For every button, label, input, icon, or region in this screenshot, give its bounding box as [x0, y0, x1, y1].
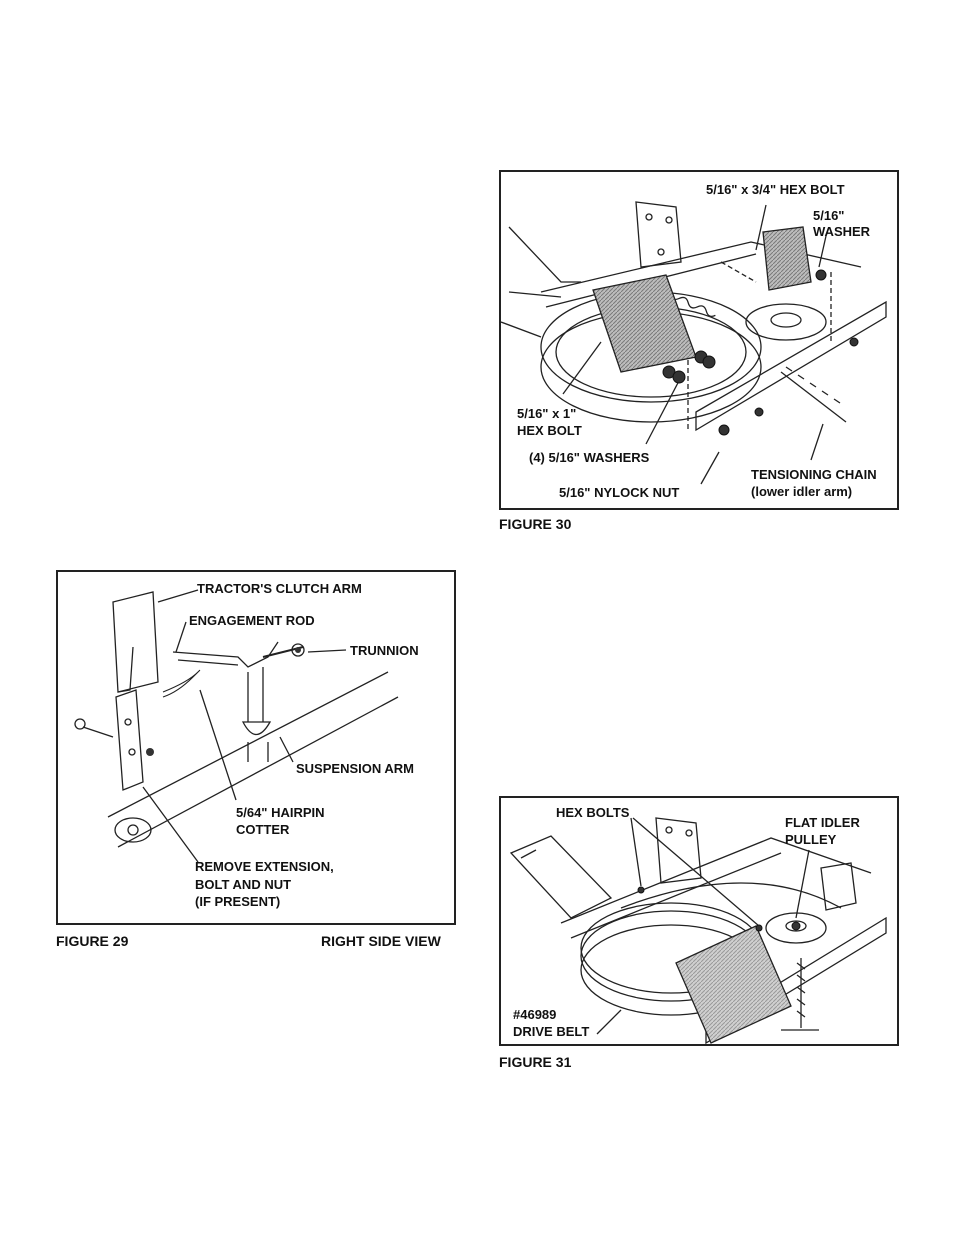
label-washers-4: (4) 5/16" WASHERS [529, 450, 650, 465]
figure-29-view-caption: RIGHT SIDE VIEW [321, 933, 441, 949]
label-hex-bolt-top: 5/16" x 3/4" HEX BOLT [706, 182, 845, 197]
figure-31-illustration [509, 817, 887, 1044]
figure-31-frame: HEX BOLTS FLAT IDLER PULLEY #46989 DRIVE… [499, 796, 899, 1046]
label-pulley: PULLEY [785, 832, 837, 847]
label-nylock-nut: 5/16" NYLOCK NUT [559, 485, 680, 500]
label-washer-line1: 5/16" [813, 208, 845, 223]
label-remove-extension-line1: REMOVE EXTENSION, [195, 859, 334, 874]
label-hairpin-line2: COTTER [236, 822, 290, 837]
label-part-number: #46989 [513, 1007, 557, 1022]
label-washer-line2: WASHER [813, 224, 871, 239]
figure-29-frame: TRACTOR'S CLUTCH ARM ENGAGEMENT ROD TRUN… [56, 570, 456, 925]
figure-30-caption: FIGURE 30 [499, 516, 572, 532]
label-drive-belt: DRIVE BELT [513, 1024, 590, 1039]
label-hairpin-line1: 5/64" HAIRPIN [236, 805, 325, 820]
label-hex-bolt-1-line2: HEX BOLT [517, 423, 582, 438]
figure-30-frame: 5/16" x 3/4" HEX BOLT 5/16" WASHER 5/16"… [499, 170, 899, 510]
figure-29-caption: FIGURE 29 [56, 933, 129, 949]
figure-31-caption: FIGURE 31 [499, 1054, 572, 1070]
label-remove-extension-line2: BOLT AND NUT [195, 877, 292, 892]
label-tractor-clutch-arm: TRACTOR'S CLUTCH ARM [197, 581, 362, 596]
label-hex-bolts: HEX BOLTS [556, 805, 630, 820]
figure-29-illustration [74, 589, 399, 863]
label-hex-bolt-1-line1: 5/16" x 1" [517, 406, 577, 421]
figure-30-illustration [501, 201, 887, 485]
label-flat-idler: FLAT IDLER [785, 815, 860, 830]
label-lower-idler-arm: (lower idler arm) [751, 484, 853, 499]
label-engagement-rod: ENGAGEMENT ROD [189, 613, 315, 628]
label-tensioning-chain: TENSIONING CHAIN [751, 467, 877, 482]
label-suspension-arm: SUSPENSION ARM [296, 761, 414, 776]
label-trunnion: TRUNNION [350, 643, 419, 658]
label-remove-extension-line3: (IF PRESENT) [195, 894, 281, 909]
